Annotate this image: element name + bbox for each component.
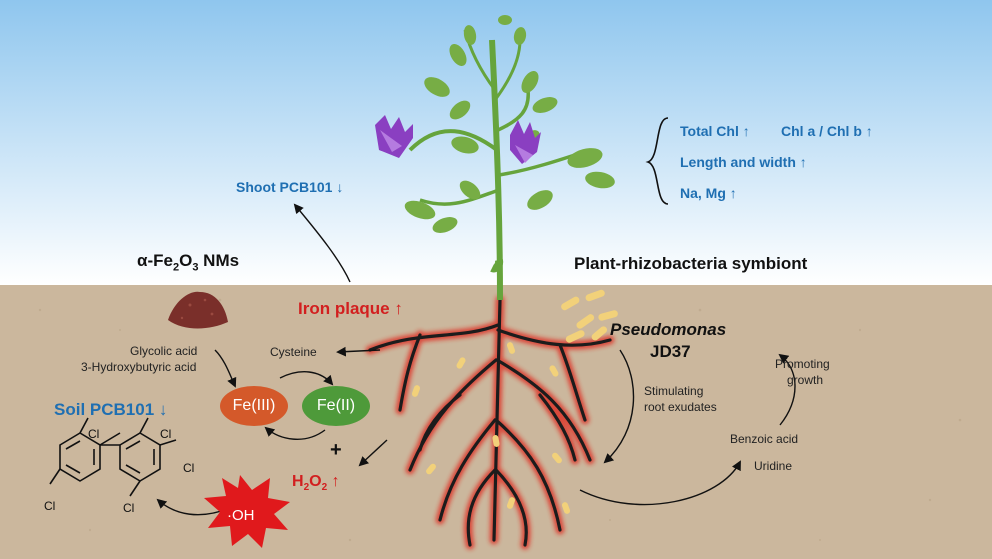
length-width-label: Length and width ↑ [680, 154, 807, 170]
bacteria-icon [411, 289, 618, 514]
nanoparticle-powder-icon [168, 291, 228, 329]
stimulating-label-line1: Stimulating [644, 384, 704, 398]
h2o2-label: H2O2 ↑ [292, 473, 340, 494]
curly-brace [645, 117, 669, 205]
uridine-label: Uridine [754, 459, 793, 473]
na-mg-label: Na, Mg ↑ [680, 185, 737, 201]
chl-ab-label: Chl a / Chl b ↑ [781, 123, 873, 139]
hydroxyl-radical-burst-icon [204, 475, 290, 548]
cysteine-label: Cysteine [270, 345, 317, 359]
jd37-label: JD37 [650, 342, 691, 361]
glycolic-acid-label: Glycolic acid [130, 344, 198, 358]
promoting-label-line2: growth [787, 373, 824, 387]
arrows [156, 203, 796, 516]
stimulating-label-line2: root exudates [644, 400, 717, 414]
hydroxybutyric-acid-label: 3-Hydroxybutyric acid [81, 360, 197, 374]
soil-pcb-label: Soil PCB101 ↓ [54, 400, 168, 419]
chlorine-label: Cl [123, 501, 135, 515]
iron-plaque-label: Iron plaque ↑ [298, 299, 403, 318]
plus-sign: + [330, 439, 342, 461]
root-system [365, 295, 615, 550]
symbiont-label: Plant-rhizobacteria symbiont [574, 254, 808, 273]
chlorine-label: Cl [44, 499, 56, 513]
total-chl-label: Total Chl ↑ [680, 123, 750, 139]
benzoic-acid-label: Benzoic acid [730, 432, 799, 446]
promoting-label-line1: Promoting [775, 357, 830, 371]
fe2-node [302, 386, 370, 426]
fe3-label: Fe(III) [232, 397, 276, 414]
flower-icon [375, 115, 541, 164]
chlorine-label: Cl [183, 461, 195, 475]
hydroxyl-radical-label: ·OH [227, 507, 255, 524]
pseudomonas-label: Pseudomonas [610, 320, 727, 339]
chlorine-label: Cl [88, 427, 100, 441]
pcb-molecule-icon [49, 417, 177, 497]
chlorine-label: Cl [160, 427, 172, 441]
nms-label: α-Fe2O3 NMs [137, 251, 240, 274]
shoot-pcb-label: Shoot PCB101 ↓ [236, 179, 344, 195]
fe2-label: Fe(II) [316, 397, 356, 414]
fe3-node [220, 386, 288, 426]
